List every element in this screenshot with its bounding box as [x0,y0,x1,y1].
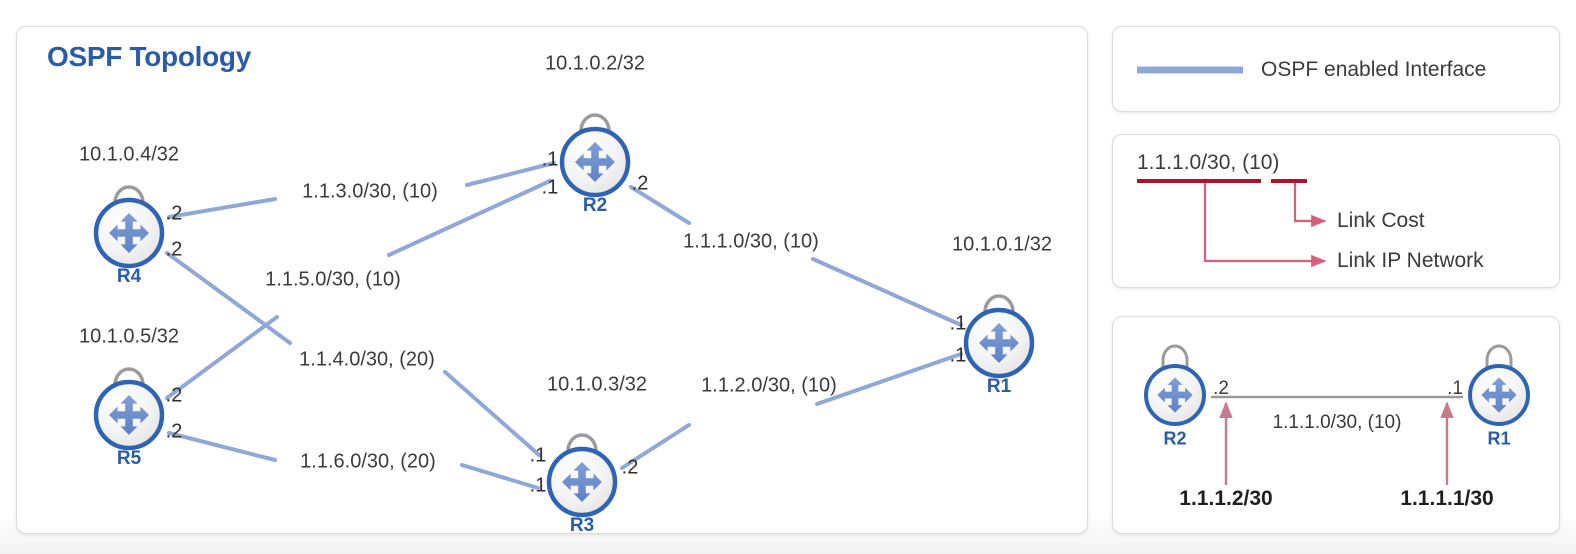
legend-line-sample-canvas [1137,66,1243,74]
link-r2-r1-b [811,257,963,327]
port-label-r5-top: .2 [165,384,183,407]
example-port-label-left: .2 [1213,378,1229,399]
legend-example-panel: .2 .1 1.1.1.0/30, (10) R2 R1 1.1.1.2/30 … [1112,316,1560,534]
example-router-name-r1: R1 [1487,428,1511,449]
link-label-1-1-6-0: 1.1.6.0/30, (20) [300,450,436,473]
page-title: OSPF Topology [47,41,252,72]
router-node-r1[interactable] [963,294,1035,379]
link-r2-r1-a [629,185,691,225]
link-label-1-1-5-0: 1.1.5.0/30, (10) [265,268,401,291]
link-label-1-1-4-0: 1.1.4.0/30, (20) [299,348,435,371]
link-ip-network-legend-label: Link IP Network [1337,249,1484,272]
router-node-r4[interactable] [93,185,165,269]
port-label-r4-bottom: .2 [165,238,183,261]
port-label-r1-bottom: .1 [949,344,967,367]
legend-example-canvas [1144,344,1530,485]
example-loopback-arc-r1 [1485,344,1513,377]
link-label-1-1-1-0: 1.1.1.0/30, (10) [683,230,819,253]
port-label-r3-left-top: .1 [529,444,547,467]
port-label-r4-top: .2 [165,202,183,225]
topology-panel: OSPF Topology [16,26,1088,536]
example-address-left: 1.1.1.2/30 [1179,487,1273,510]
router-name-r2: R2 [582,195,608,216]
loopback-label-r2: 10.1.0.2/32 [544,52,646,75]
example-loopback-arc-r2 [1161,344,1189,377]
loopback-arc-r5 [113,367,145,405]
legend-callout-canvas [1137,179,1327,268]
router-name-r4: R4 [116,266,142,287]
ospf-interface-legend-label: OSPF enabled Interface [1261,58,1487,81]
link-r4-r2-b [465,161,556,187]
port-label-r5-bottom: .2 [165,420,183,443]
link-r4-r3-a [165,251,292,345]
legend-line-panel: OSPF enabled Interface [1112,26,1560,112]
link-r5-r3-b [460,463,540,490]
example-router-name-r2: R2 [1163,428,1187,449]
link-r4-r2-a [167,197,277,219]
port-label-r2-right: .2 [631,172,649,195]
port-label-r1-top: .1 [949,312,967,335]
callout-line-link-ip-network [1203,183,1327,268]
legend-label-panel: 1.1.1.0/30, (10) Link Cost Link IP Netwo… [1112,134,1560,288]
router-name-r1: R1 [986,376,1012,397]
router-name-r5: R5 [116,448,142,469]
example-address-right: 1.1.1.1/30 [1400,487,1494,510]
example-router-node-r1 [1468,344,1530,426]
example-port-label-right: .1 [1447,378,1463,399]
link-label-1-1-2-0: 1.1.2.0/30, (10) [701,374,837,397]
topology-canvas [93,113,1035,518]
router-node-r2[interactable] [559,113,631,198]
router-node-r3[interactable] [546,433,618,518]
link-lines [165,161,963,490]
link-label-1-1-3-0: 1.1.3.0/30, (10) [302,180,438,203]
loopback-label-r4: 10.1.0.4/32 [78,143,180,166]
callout-line-link-cost [1293,183,1327,228]
loopback-label-r1: 10.1.0.1/32 [951,233,1053,256]
router-name-r3: R3 [569,515,595,536]
legend-sample-label: 1.1.1.0/30, (10) [1137,151,1280,174]
port-label-r2-left-top: .1 [541,148,559,171]
link-r5-r2-b [387,179,552,257]
link-r4-r3-b [443,370,541,457]
link-r5-r2-a [165,315,279,400]
loopback-arc-r4 [113,185,145,223]
loopback-label-r3: 10.1.0.3/32 [546,373,648,396]
port-label-r2-left-bottom: .1 [541,176,559,199]
link-r3-r1-a [620,423,691,470]
example-router-node-r2 [1144,344,1206,426]
link-r3-r1-b [815,352,963,406]
link-cost-legend-label: Link Cost [1337,209,1425,232]
router-node-r5[interactable] [93,367,165,451]
loopback-arc-r3 [566,433,598,472]
example-link-label: 1.1.1.0/30, (10) [1272,412,1402,433]
loopback-arc-r1 [983,294,1015,333]
loopback-arc-r2 [579,113,611,152]
port-label-r3-right: .2 [621,456,639,479]
link-r5-r3-a [167,431,277,462]
loopback-label-r5: 10.1.0.5/32 [78,325,180,348]
port-label-r3-left-bottom: .1 [529,474,547,497]
